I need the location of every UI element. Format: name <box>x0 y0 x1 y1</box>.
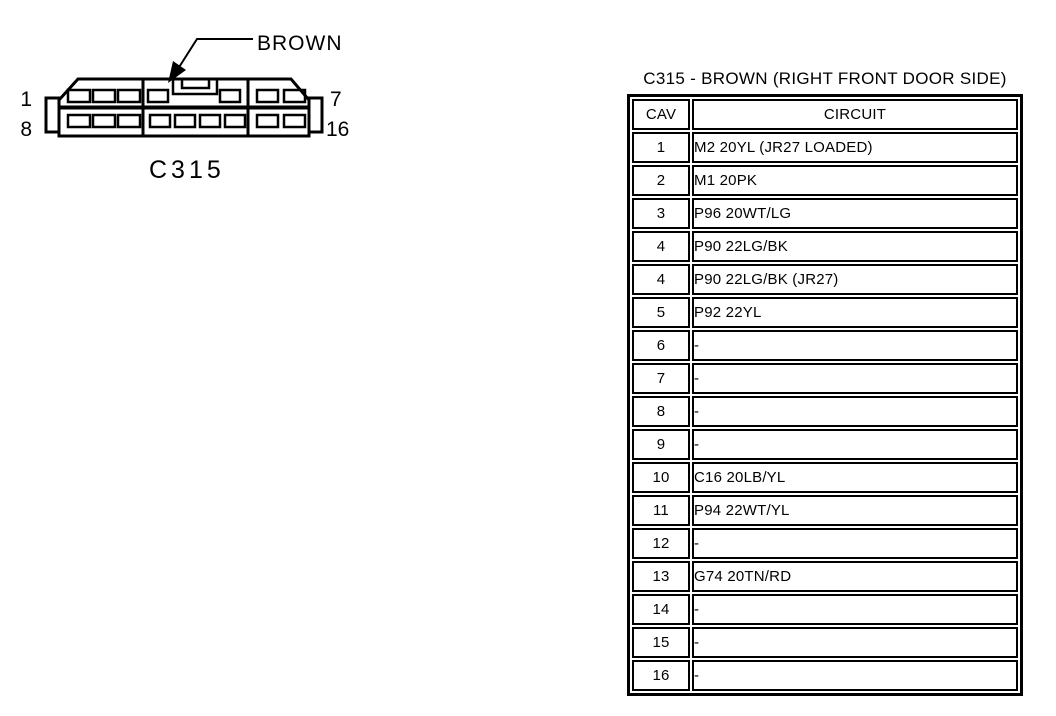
cav-cell: 11 <box>632 495 690 526</box>
pin-slot <box>282 88 307 104</box>
cav-cell: 4 <box>632 231 690 262</box>
table-row: 8- <box>632 396 1018 427</box>
pin-slots-top-row <box>66 88 307 104</box>
circuit-cell: - <box>692 330 1018 361</box>
cav-cell: 2 <box>632 165 690 196</box>
pin-label-top-last: 7 <box>330 88 342 111</box>
pin-slot <box>218 88 242 104</box>
table-row: 6- <box>632 330 1018 361</box>
cav-cell: 4 <box>632 264 690 295</box>
pin-slot <box>255 113 280 129</box>
pin-slot <box>146 88 170 104</box>
pin-slot <box>116 88 142 104</box>
circuit-cell: M2 20YL (JR27 LOADED) <box>692 132 1018 163</box>
wire-color-leader-arrow <box>168 38 253 83</box>
pin-slot <box>66 88 92 104</box>
pin-label-bottom-last: 16 <box>326 118 349 141</box>
cav-cell: 10 <box>632 462 690 493</box>
circuit-cell: P94 22WT/YL <box>692 495 1018 526</box>
cav-cell: 13 <box>632 561 690 592</box>
pinout-section: C315 - BROWN (RIGHT FRONT DOOR SIDE) CAV… <box>627 68 1023 696</box>
pin-slot <box>255 88 280 104</box>
connector-ear-right <box>307 96 324 134</box>
circuit-cell: G74 20TN/RD <box>692 561 1018 592</box>
circuit-cell: - <box>692 396 1018 427</box>
cav-cell: 14 <box>632 594 690 625</box>
cav-cell: 3 <box>632 198 690 229</box>
cav-cell: 16 <box>632 660 690 691</box>
pin-slot <box>223 113 247 129</box>
pin-slot <box>91 113 117 129</box>
cav-cell: 12 <box>632 528 690 559</box>
circuit-cell: P90 22LG/BK (JR27) <box>692 264 1018 295</box>
cav-cell: 8 <box>632 396 690 427</box>
circuit-cell: - <box>692 429 1018 460</box>
circuit-cell: - <box>692 627 1018 658</box>
pin-label-bottom-first: 8 <box>20 118 32 141</box>
table-row: 9- <box>632 429 1018 460</box>
cav-cell: 7 <box>632 363 690 394</box>
cav-cell: 5 <box>632 297 690 328</box>
pin-slot <box>198 113 222 129</box>
circuit-cell: - <box>692 594 1018 625</box>
connector-latch <box>171 77 219 96</box>
column-header-cav: CAV <box>632 99 690 130</box>
circuit-cell: - <box>692 660 1018 691</box>
pin-slot <box>91 88 117 104</box>
pin-slot <box>173 113 197 129</box>
table-title: C315 - BROWN (RIGHT FRONT DOOR SIDE) <box>643 69 1007 88</box>
table-row: 14- <box>632 594 1018 625</box>
table-row: 16- <box>632 660 1018 691</box>
table-row: 15- <box>632 627 1018 658</box>
table-header-row: CAV CIRCUIT <box>632 99 1018 130</box>
column-header-circuit: CIRCUIT <box>692 99 1018 130</box>
table-row: 7- <box>632 363 1018 394</box>
pin-slot <box>116 113 142 129</box>
circuit-cell: - <box>692 528 1018 559</box>
pin-slot <box>282 113 307 129</box>
circuit-cell: - <box>692 363 1018 394</box>
circuit-cell: C16 20LB/YL <box>692 462 1018 493</box>
circuit-cell: P92 22YL <box>692 297 1018 328</box>
pin-slot <box>148 113 172 129</box>
connector-diagram: BROWN 1 8 7 16 C315 <box>20 32 349 184</box>
pin-slot <box>66 113 92 129</box>
circuit-cell: P96 20WT/LG <box>692 198 1018 229</box>
wire-color-label: BROWN <box>257 32 343 55</box>
cav-cell: 9 <box>632 429 690 460</box>
connector-ear-left <box>44 96 61 134</box>
cav-cell: 1 <box>632 132 690 163</box>
cav-cell: 6 <box>632 330 690 361</box>
connector-body <box>57 77 311 138</box>
table-row: 12- <box>632 528 1018 559</box>
cav-cell: 15 <box>632 627 690 658</box>
connector-label: C315 <box>149 156 225 184</box>
pin-label-top-first: 1 <box>20 88 32 111</box>
circuit-cell: M1 20PK <box>692 165 1018 196</box>
circuit-cell: P90 22LG/BK <box>692 231 1018 262</box>
pin-slots-bottom-row <box>66 113 307 129</box>
